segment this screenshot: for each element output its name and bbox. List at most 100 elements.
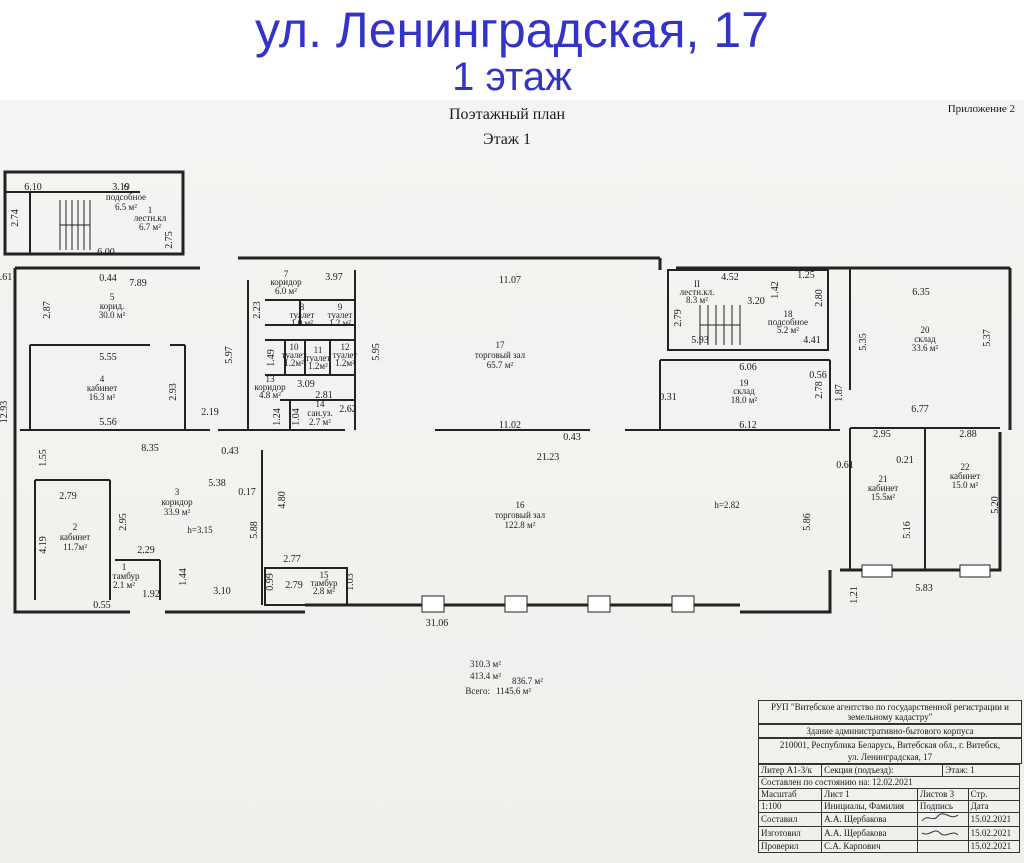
svg-text:1.24: 1.24: [272, 408, 283, 426]
svg-text:сан.уз.: сан.уз.: [307, 408, 332, 418]
svg-text:2.79: 2.79: [285, 580, 303, 591]
svg-text:5.97: 5.97: [224, 346, 235, 364]
svg-text:33.9 м²: 33.9 м²: [164, 507, 191, 517]
svg-text:1145.6 м²: 1145.6 м²: [496, 686, 531, 696]
svg-text:1: 1: [148, 205, 153, 215]
stamp-scale: 1:100: [757, 800, 823, 813]
svg-text:2.93: 2.93: [168, 383, 179, 401]
svg-text:4.80: 4.80: [277, 491, 288, 509]
svg-text:5.95: 5.95: [371, 343, 382, 361]
svg-text:3.09: 3.09: [297, 379, 315, 390]
svg-text:6.06: 6.06: [739, 362, 757, 373]
svg-text:коридор: коридор: [270, 277, 302, 287]
svg-text:6.5 м²: 6.5 м²: [115, 202, 137, 212]
svg-text:1.49: 1.49: [266, 349, 277, 367]
svg-text:15.0 м²: 15.0 м²: [952, 480, 979, 490]
svg-text:1.44: 1.44: [178, 568, 189, 586]
svg-text:0.43: 0.43: [563, 432, 581, 443]
svg-text:2.88: 2.88: [959, 429, 977, 440]
svg-text:0.31: 0.31: [659, 392, 677, 403]
svg-text:II: II: [694, 279, 700, 289]
floor-plan-sheet: [0, 100, 1024, 863]
svg-text:Всего:: Всего:: [465, 686, 490, 696]
svg-text:3.97: 3.97: [325, 272, 343, 283]
svg-text:0.21: 0.21: [896, 455, 914, 466]
svg-text:8: 8: [300, 302, 305, 312]
svg-text:2.7 м²: 2.7 м²: [309, 417, 331, 427]
svg-text:2.78: 2.78: [814, 381, 825, 399]
svg-text:6: 6: [124, 182, 129, 192]
svg-text:33.6 м²: 33.6 м²: [912, 343, 939, 353]
svg-text:2.95: 2.95: [118, 513, 129, 531]
svg-text:0.44: 0.44: [99, 273, 117, 284]
svg-text:1.0 м²: 1.0 м²: [291, 318, 313, 328]
svg-text:4.41: 4.41: [803, 335, 821, 346]
svg-text:30.0 м²: 30.0 м²: [99, 310, 126, 320]
svg-text:7.89: 7.89: [129, 278, 147, 289]
area-totals: 310.3 м² 413.4 м² 836.7 м² Всего: 1145.6…: [465, 659, 543, 696]
svg-text:15.5м²: 15.5м²: [871, 492, 895, 502]
stamp-state-date: Составлен по состоянию на: 12.02.2021: [758, 776, 1020, 789]
svg-text:5.88: 5.88: [249, 521, 260, 539]
svg-text:2.87: 2.87: [42, 301, 53, 319]
svg-text:3.19: 3.19: [112, 182, 130, 193]
svg-text:5.83: 5.83: [915, 583, 933, 594]
svg-text:1.04: 1.04: [291, 408, 302, 426]
svg-text:5.16: 5.16: [902, 521, 913, 539]
svg-text:17: 17: [496, 340, 506, 350]
svg-text:туалет: туалет: [328, 310, 353, 320]
svg-text:1.25: 1.25: [797, 270, 815, 281]
svg-text:21: 21: [879, 474, 888, 484]
svg-text:1.87: 1.87: [834, 384, 845, 402]
plan-appendix: Приложение 2: [948, 103, 1015, 115]
svg-text:h=2.82: h=2.82: [714, 500, 739, 510]
svg-text:1.2м²: 1.2м²: [284, 358, 304, 368]
plan-heading: Поэтажный план: [449, 106, 565, 123]
svg-text:31.06: 31.06: [426, 618, 449, 629]
svg-text:2.74: 2.74: [10, 209, 21, 227]
svg-text:подсобное: подсобное: [768, 317, 808, 327]
svg-text:корид.: корид.: [100, 301, 125, 311]
svg-text:8.3 м²: 8.3 м²: [686, 295, 708, 305]
stamp-table: Литер А1-3/к Секция (подъезд): Этаж: 1 С…: [757, 764, 1021, 853]
svg-text:5.93: 5.93: [691, 335, 709, 346]
walls: [3, 170, 1012, 614]
stamp-col-sheet: Лист: [824, 789, 843, 799]
svg-text:1.2м²: 1.2м²: [308, 361, 328, 371]
stamp-section: Секция (подъезд):: [821, 764, 944, 777]
svg-text:5: 5: [110, 292, 115, 302]
plan-floor: Этаж 1: [483, 131, 531, 148]
page-header: ул. Ленинградская, 17 1 этаж: [0, 0, 1024, 100]
svg-text:5.55: 5.55: [99, 352, 117, 363]
svg-text:2.77: 2.77: [283, 554, 301, 565]
svg-text:5.56: 5.56: [99, 417, 117, 428]
stamp-name: С.А. Карпович: [821, 840, 918, 853]
svg-text:20: 20: [921, 325, 931, 335]
svg-text:310.3 м²: 310.3 м²: [470, 659, 501, 669]
svg-text:кабинет: кабинет: [87, 383, 117, 393]
svg-text:0.99: 0.99: [265, 573, 276, 591]
svg-text:0.55: 0.55: [93, 600, 111, 611]
svg-text:склад: склад: [733, 386, 755, 396]
svg-text:1.92: 1.92: [142, 589, 160, 600]
svg-text:6.00: 6.00: [97, 247, 115, 258]
svg-text:14: 14: [316, 399, 326, 409]
svg-text:122.8 м²: 122.8 м²: [505, 520, 536, 530]
stamp-role: Составил: [757, 812, 823, 827]
svg-text:11: 11: [314, 345, 323, 355]
svg-text:4.8 м²: 4.8 м²: [259, 390, 281, 400]
svg-text:6.35: 6.35: [912, 287, 930, 298]
stamp-date: 15.02.2021: [967, 840, 1021, 853]
svg-text:13: 13: [266, 374, 276, 384]
svg-text:2.75: 2.75: [164, 231, 175, 249]
svg-text:1.2м²: 1.2м²: [335, 358, 355, 368]
svg-text:h=3.15: h=3.15: [187, 525, 213, 535]
svg-text:5.38: 5.38: [208, 478, 226, 489]
svg-text:5.37: 5.37: [982, 329, 993, 347]
svg-text:туалет: туалет: [290, 310, 315, 320]
svg-text:1.21: 1.21: [849, 586, 860, 604]
stamp-col-date: Дата: [967, 800, 1021, 813]
signature: [916, 826, 969, 841]
svg-text:подсобное: подсобное: [106, 192, 146, 202]
windows: [421, 564, 991, 613]
